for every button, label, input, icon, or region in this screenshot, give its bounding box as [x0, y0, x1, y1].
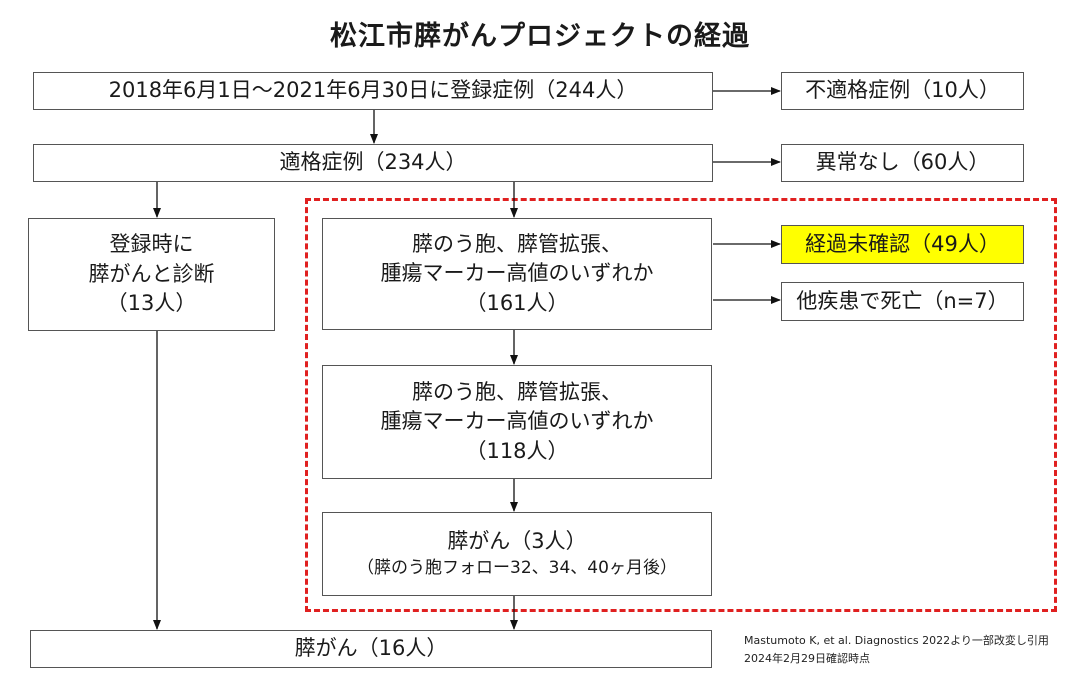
citation-date: 2024年2月29日確認時点 [744, 652, 870, 666]
followup-group-dashed-border [305, 198, 1057, 612]
node-cancer-16: 膵がん（16人） [30, 630, 712, 668]
node-findings-118: 膵のう胞、膵管拡張、 腫瘍マーカー高値のいずれか （118人） [322, 365, 712, 479]
node-findings-161: 膵のう胞、膵管拡張、 腫瘍マーカー高値のいずれか （161人） [322, 218, 712, 330]
node-ineligible: 不適格症例（10人） [781, 72, 1024, 110]
citation-source: Mastumoto K, et al. Diagnostics 2022より一部… [744, 634, 1049, 647]
node-cancer-3: 膵がん（3人） （膵のう胞フォロー32、34、40ヶ月後） [322, 512, 712, 596]
node-no-abnormality: 異常なし（60人） [781, 144, 1024, 182]
node-other-death: 他疾患で死亡（n=7） [781, 282, 1024, 321]
node-eligible: 適格症例（234人） [33, 144, 713, 182]
node-registered: 2018年6月1日〜2021年6月30日に登録症例（244人） [33, 72, 713, 110]
node-unconfirmed: 経過未確認（49人） [781, 225, 1024, 264]
diagram-title: 松江市膵がんプロジェクトの経過 [330, 21, 750, 52]
node-diagnosed-at-registration: 登録時に 膵がんと診断 （13人） [28, 218, 275, 331]
citation-note: Mastumoto K, et al. Diagnostics 2022より一部… [744, 632, 1049, 668]
